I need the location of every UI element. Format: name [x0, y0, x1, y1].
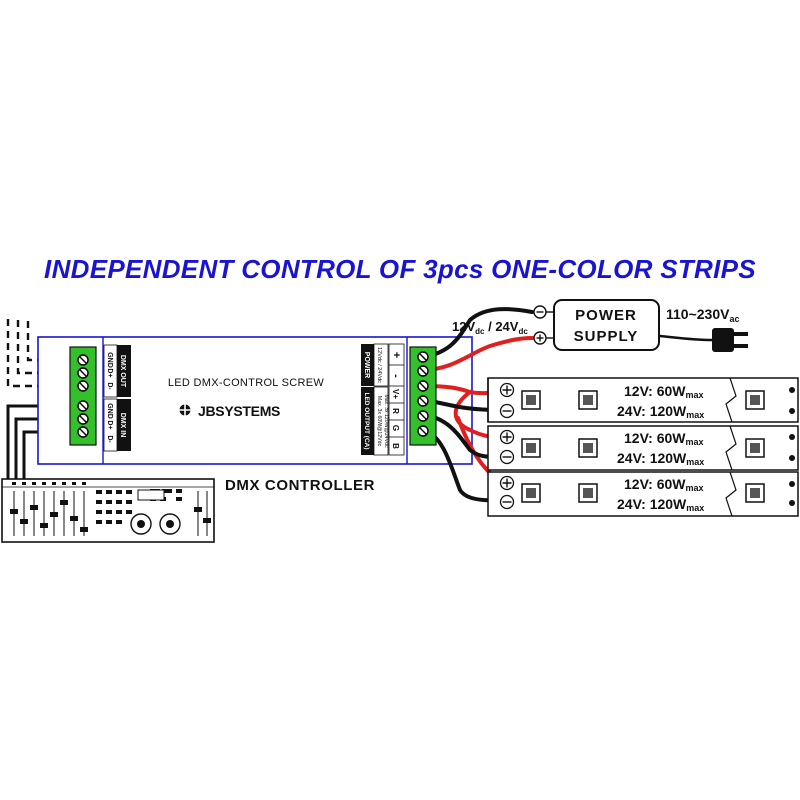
- strip-2-spec-12v: 12V: 60Wmax: [624, 430, 704, 447]
- power-label: POWER: [363, 352, 370, 378]
- dmx-pin-labels: DMX OUT DMX IN GND D+ D- GND D+ D-: [103, 344, 131, 452]
- jbsystems-logo: JBSYSTEMS: [177, 402, 280, 419]
- dmx-out-pin-dplus: D+: [106, 368, 113, 377]
- dmx-controller-console: [1, 478, 215, 543]
- power-pin-minus: -: [390, 374, 402, 378]
- power-spec: 12Vdc / 24Vdc: [376, 347, 382, 383]
- output-pin-r: R: [391, 408, 400, 414]
- mains-plug-icon: [712, 328, 748, 352]
- led-strip-1: 12V: 60Wmax 24V: 120Wmax: [487, 377, 799, 423]
- dmx-in-label: DMX IN: [119, 413, 126, 438]
- output-label: LED OUTPUT (CA): [363, 392, 370, 449]
- output-pin-vplus: V+: [391, 389, 400, 399]
- strip-1-spec-24v: 24V: 120Wmax: [617, 403, 704, 420]
- power-supply-line2: SUPPLY: [574, 328, 639, 345]
- led-dmx-controller: LED DMX-CONTROL SCREW JBSYSTEMS: [37, 336, 473, 465]
- strip-3-spec-12v: 12V: 60Wmax: [624, 476, 704, 493]
- strip-2-spec-24v: 24V: 120Wmax: [617, 450, 704, 467]
- power-output-terminal-block: [409, 346, 437, 446]
- output-spec-1: Max. 3x 60W@12Vdc: [376, 396, 382, 447]
- psu-output-label: 12Vdc / 24Vdc: [452, 319, 528, 336]
- brand-name: JBSYSTEMS: [198, 403, 280, 419]
- strip-3-spec-24v: 24V: 120Wmax: [617, 496, 704, 513]
- output-spec-2: Max. 3x 120W@24Vdc: [383, 394, 389, 448]
- dmx-in-pin-dplus: D+: [106, 420, 113, 429]
- dmx-out-pin-dminus: D-: [106, 382, 113, 390]
- output-pin-labels: POWER LED OUTPUT (CA) 12Vdc / 24Vdc Max.…: [361, 343, 405, 456]
- power-supply-line1: POWER: [575, 307, 637, 324]
- controller-name: LED DMX-CONTROL SCREW: [168, 377, 325, 389]
- dmx-in-pin-gnd: GND: [106, 403, 113, 419]
- diagram-title: INDEPENDENT CONTROL OF 3pcs ONE-COLOR ST…: [44, 254, 756, 284]
- power-pin-plus: +: [390, 352, 402, 358]
- dmx-out-pin-gnd: GND: [106, 352, 113, 368]
- led-strip-3: 12V: 60Wmax 24V: 120Wmax: [487, 471, 799, 517]
- output-pin-g: G: [391, 425, 400, 431]
- led-strip-2: 12V: 60Wmax 24V: 120Wmax: [487, 425, 799, 471]
- power-supply: POWER SUPPLY 110~230Vac 12Vdc / 24Vdc: [452, 299, 739, 351]
- dmx-controller-label: DMX CONTROLLER: [225, 477, 375, 494]
- dmx-out-label: DMX OUT: [119, 355, 126, 388]
- output-pin-b: B: [391, 443, 400, 449]
- dmx-terminal-block: [69, 346, 97, 446]
- dmx-in-pin-dminus: D-: [106, 435, 113, 443]
- mains-input-label: 110~230Vac: [666, 306, 739, 324]
- strip-1-spec-12v: 12V: 60Wmax: [624, 383, 704, 400]
